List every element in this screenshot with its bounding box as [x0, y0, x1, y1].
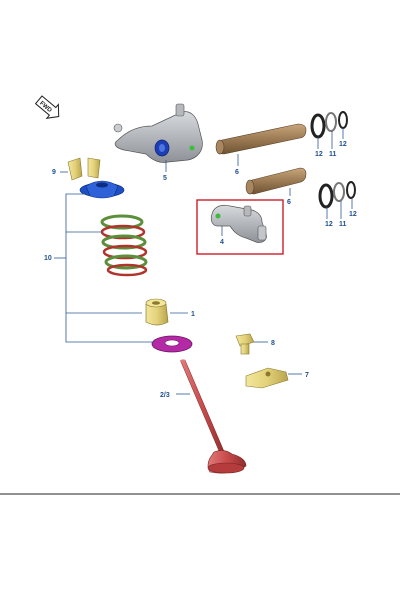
- engine-valve-2-3: [180, 359, 247, 474]
- spring-retainer: [79, 180, 125, 199]
- washer-set-lower: [318, 181, 356, 209]
- valve-stem-seal-1: [145, 298, 169, 326]
- callout-11a: 11: [329, 151, 337, 158]
- spring-seat-washer: [151, 335, 193, 353]
- valve-spring: [100, 214, 148, 277]
- callout-5: 5: [163, 175, 167, 182]
- callout-6b: 6: [287, 199, 291, 206]
- callout-1: 1: [191, 311, 195, 318]
- highlight-box-part-4: [196, 199, 284, 255]
- washer-set-upper: [310, 111, 348, 139]
- callout-2-3: 2/3: [160, 392, 170, 399]
- rocker-arm-assembly-5: [113, 103, 203, 163]
- rocker-arm-4: [210, 204, 267, 243]
- callout-4: 4: [220, 239, 224, 246]
- callout-6a: 6: [235, 169, 239, 176]
- callout-11b: 11: [339, 221, 347, 228]
- rocker-shaft-6-lower: [245, 167, 307, 195]
- callout-12c: 12: [325, 221, 333, 228]
- rocker-shaft-6-upper: [215, 123, 307, 155]
- callout-8: 8: [271, 340, 275, 347]
- callout-7: 7: [305, 372, 309, 379]
- callout-9: 9: [52, 169, 56, 176]
- fwd-arrow-icon: FWD: [34, 95, 60, 119]
- callout-12b: 12: [339, 141, 347, 148]
- callout-12d: 12: [349, 211, 357, 218]
- callout-10: 10: [44, 255, 52, 262]
- callout-12a: 12: [315, 151, 323, 158]
- plate-7: [245, 367, 289, 389]
- callout-bracket-10: [54, 193, 154, 343]
- bolt-8: [235, 333, 255, 355]
- valve-cotters-9: [67, 157, 101, 181]
